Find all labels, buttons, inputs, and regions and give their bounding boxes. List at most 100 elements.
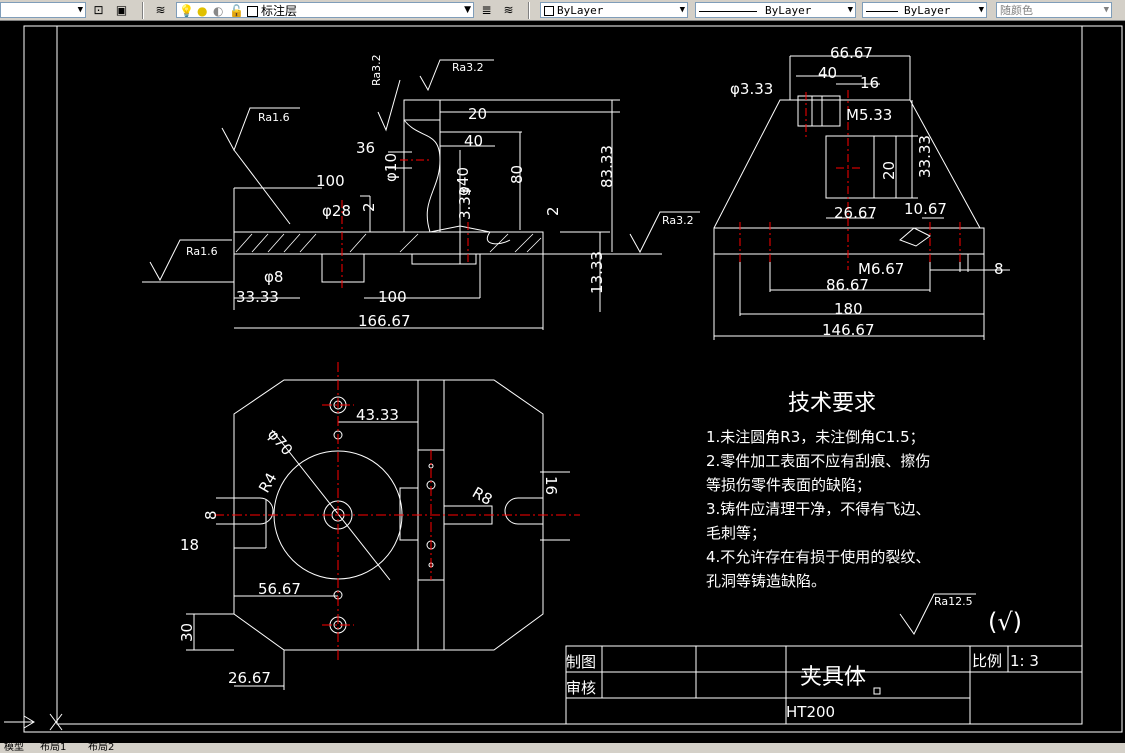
- dim-text: 43.33: [356, 406, 399, 424]
- tech-line: 孔洞等铸造缺陷。: [706, 572, 826, 590]
- dim-text: 40: [464, 132, 483, 150]
- title-block: [565, 645, 1083, 725]
- dim-text: 66.67: [830, 44, 873, 62]
- front-boss: [321, 254, 365, 283]
- layer-walk-icon[interactable]: ≋: [503, 3, 514, 17]
- dim-text: 3.33: [456, 187, 474, 220]
- tech-line: 4.不允许存在有损于使用的裂纹、: [706, 548, 930, 566]
- layer-viewport-icon[interactable]: ◐: [213, 4, 224, 18]
- tab-model[interactable]: 模型: [4, 742, 24, 753]
- layer-previous-icon[interactable]: ⊡: [93, 3, 104, 17]
- linetype-sample: [699, 10, 757, 12]
- layer-name-text: 标注层: [261, 4, 298, 18]
- dim-text: 30: [178, 623, 196, 642]
- side-top-block: [797, 95, 841, 127]
- drawing-svg: 100 166.67 33.33 100 φ8 φ28 2 36 φ10 20 …: [4, 25, 1123, 733]
- layer-on-bulb-icon[interactable]: 💡: [179, 4, 194, 18]
- plotstyle-control-dropdown: 随颜色 ▼: [996, 2, 1112, 18]
- dim-text: φ28: [322, 202, 351, 220]
- layer-states-icon[interactable]: ≣: [481, 3, 492, 17]
- dim-text: φ70: [264, 425, 296, 459]
- layer-thaw-sun-icon[interactable]: ●: [197, 4, 208, 18]
- tab-layout1[interactable]: 布局1: [40, 742, 67, 753]
- make-object-layer-current-icon[interactable]: ▣: [115, 3, 128, 17]
- toolbar-separator: [528, 2, 530, 19]
- dim-text: 8: [202, 510, 220, 520]
- lineweight-control-dropdown[interactable]: ByLayer ▼: [862, 2, 987, 18]
- roughness-symbol: [419, 59, 494, 92]
- front-view-dims: 100 166.67 33.33 100 φ8 φ28 2 36 φ10 20 …: [236, 105, 616, 330]
- roughness-symbol: [149, 239, 232, 282]
- roughness-symbol: [377, 79, 401, 132]
- top-right-slot: [504, 497, 543, 525]
- dim-text: 20: [468, 105, 487, 123]
- color-control-dropdown[interactable]: ByLayer ▼: [540, 2, 688, 18]
- dim-text: M5.33: [846, 106, 892, 124]
- front-post-break: [403, 119, 441, 233]
- roughness-label: Ra1.6: [258, 111, 290, 124]
- color-control-text: ByLayer: [557, 4, 604, 17]
- dim-text: 26.67: [834, 204, 877, 222]
- dim-text: 146.67: [822, 321, 875, 339]
- top-view: [186, 379, 570, 690]
- front-roughness-labels: Ra1.6 Ra1.6 Ra3.2 Ra3.2 Ra3.2: [186, 54, 694, 258]
- chevron-down-icon: ▼: [847, 5, 853, 15]
- top-view-dims: 43.33 φ70 R4 R8 16 8 18 56.67 30 26.67: [178, 406, 560, 687]
- side-view-dims: 66.67 40 16 φ3.33 M5.33 20 33.33 26.67 1…: [730, 44, 1004, 339]
- chevron-down-icon: ▼: [679, 5, 685, 15]
- dim-text: 36: [356, 139, 375, 157]
- title-block-text: 制图 审核 夹具体 比例 1: 3 HT200: [566, 652, 1039, 721]
- layers-properties-toolbar: ▼ ⊡ ▣ ≋ 💡 ● ◐ 🔓 标注层 ▼ ≣ ≋ ByLayer ▼ ByLa…: [0, 0, 1125, 21]
- dim-text: 18: [180, 536, 199, 554]
- layer-list-dropdown-left[interactable]: ▼: [0, 2, 86, 18]
- lineweight-sample: [866, 10, 898, 12]
- dim-text: 180: [834, 300, 863, 318]
- dim-text: 2: [360, 202, 378, 212]
- dim-text: 166.67: [358, 312, 411, 330]
- side-view: [713, 55, 1010, 340]
- dim-text: 10.67: [904, 200, 947, 218]
- material: HT200: [786, 703, 835, 721]
- dim-text: φ3.33: [730, 80, 773, 98]
- tech-line: 等损伤零件表面的缺陷；: [706, 476, 871, 494]
- dim-text: 16: [542, 476, 560, 495]
- dim-text: φ10: [382, 153, 400, 182]
- chevron-down-icon: ▼: [464, 5, 471, 15]
- dim-text: 2: [544, 206, 562, 216]
- front-fillet: [429, 225, 511, 245]
- drawn-by-label: 制图: [566, 653, 596, 671]
- layer-control-dropdown[interactable]: 💡 ● ◐ 🔓 标注层 ▼: [176, 2, 474, 18]
- chevron-down-icon: ▼: [978, 5, 984, 15]
- toolbar-separator: [142, 2, 144, 19]
- dim-text: 26.67: [228, 669, 271, 687]
- roughness-label: Ra3.2: [662, 214, 694, 227]
- layer-lock-icon[interactable]: 🔓: [229, 4, 244, 18]
- roughness-label: Ra3.2: [452, 61, 484, 74]
- inner-border: [56, 25, 1083, 725]
- linetype-control-text: ByLayer: [765, 4, 812, 17]
- general-roughness-symbol: [899, 593, 976, 635]
- part-name: 夹具体: [800, 665, 866, 690]
- tab-layout2[interactable]: 布局2: [88, 742, 115, 753]
- layer-manager-icon[interactable]: ≋: [155, 3, 166, 17]
- model-space-canvas[interactable]: 100 166.67 33.33 100 φ8 φ28 2 36 φ10 20 …: [0, 21, 1125, 743]
- front-hatch: [235, 233, 542, 253]
- tech-line: 毛刺等；: [706, 524, 766, 542]
- dim-text: 40: [818, 64, 837, 82]
- tech-line: 1.未注圆角R3，未注倒角C1.5；: [706, 428, 925, 446]
- dim-text: φ8: [264, 268, 283, 286]
- side-trapezoid: [713, 99, 981, 229]
- linetype-control-dropdown[interactable]: ByLayer ▼: [695, 2, 856, 18]
- tech-requirements: 技术要求 1.未注圆角R3，未注倒角C1.5； 2.零件加工表面不应有刮痕、擦伤…: [706, 391, 1022, 636]
- plotstyle-control-text: 随颜色: [1000, 4, 1033, 17]
- dim-text: R8: [469, 483, 495, 509]
- ucs-icon: [4, 713, 63, 731]
- dim-text: 56.67: [258, 580, 301, 598]
- dim-text: 100: [378, 288, 407, 306]
- dim-text: 83.33: [598, 145, 616, 188]
- dim-text: 86.67: [826, 276, 869, 294]
- chevron-down-icon: ▼: [77, 5, 83, 15]
- dim-text: φ40: [454, 167, 472, 196]
- front-slot: [411, 254, 477, 265]
- tech-line: 2.零件加工表面不应有刮痕、擦伤: [706, 452, 930, 470]
